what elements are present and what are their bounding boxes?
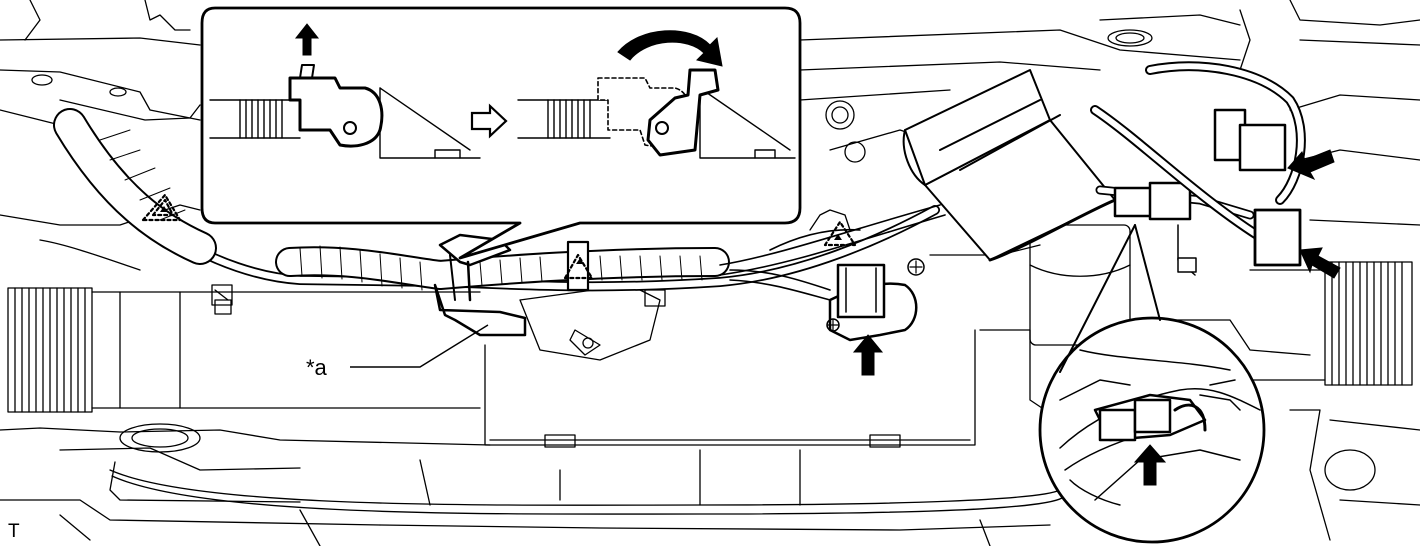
next-step-arrow-icon (470, 103, 508, 139)
left-arrow-icon (1287, 149, 1335, 181)
harness-connector (826, 258, 925, 342)
arrows (294, 23, 1341, 486)
corner-label: T (8, 521, 20, 542)
inset-panel (200, 6, 802, 260)
clip-markers (141, 193, 857, 280)
rotate-arrow-icon (617, 30, 723, 67)
wire-harness (53, 108, 946, 301)
clip-arrow-markers (160, 206, 842, 264)
up-arrow-icon (294, 23, 320, 56)
callout-a: *a (306, 355, 328, 380)
filter-housing (902, 69, 1117, 262)
up-arrow-icon (1133, 444, 1167, 486)
left-arrow-icon (1299, 247, 1341, 279)
callout-leader (350, 324, 489, 368)
detail-magnifier (1038, 224, 1266, 544)
up-arrow-icon (852, 334, 884, 376)
